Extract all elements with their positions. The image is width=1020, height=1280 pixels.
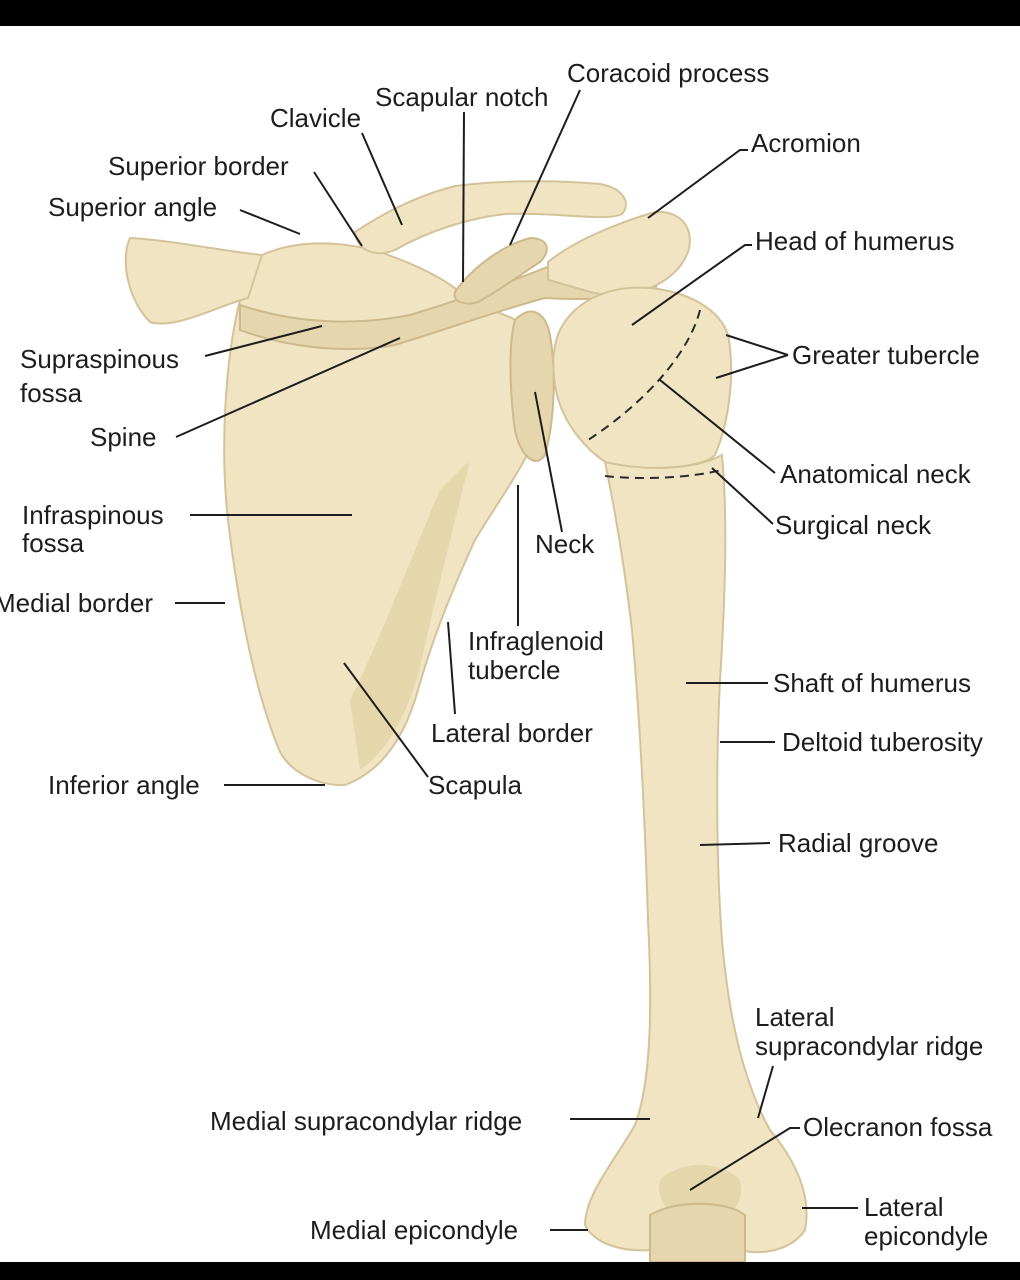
label-scapular-notch: Scapular notch (375, 82, 548, 112)
scapula-lateral-ridge-shade (350, 460, 470, 770)
label-lateral-supracondylar-ridge-1: Lateral (755, 1002, 835, 1032)
leader-radial-groove (699, 842, 771, 846)
coracoid-process (453, 236, 548, 305)
leader-superior-angle (239, 209, 301, 235)
label-lateral-border: Lateral border (431, 718, 593, 748)
label-lateral-supracondylar-ridge-2: supracondylar ridge (755, 1031, 983, 1061)
leader-superior-border (313, 171, 363, 247)
label-acromion: Acromion (751, 128, 861, 158)
label-spine: Spine (90, 422, 157, 452)
bones (124, 180, 808, 1263)
leader-head-humerus (631, 244, 752, 326)
clavicle (353, 180, 627, 255)
label-greater-tubercle: Greater tubercle (792, 340, 980, 370)
surgical-neck-line (604, 469, 723, 479)
label-surgical-neck: Surgical neck (775, 510, 932, 540)
leader-greater-tubercle-a (725, 334, 789, 356)
humerus-head (552, 286, 733, 469)
leader-scapular-notch (462, 111, 465, 283)
leader-greater-tubercle-b (715, 354, 789, 379)
label-shaft-of-humerus: Shaft of humerus (773, 668, 971, 698)
label-medial-epicondyle: Medial epicondyle (310, 1215, 518, 1245)
label-supraspinous-fossa-2: fossa (20, 378, 83, 408)
label-infraglenoid-tubercle-2: tubercle (468, 655, 561, 685)
leader-acromion (647, 149, 748, 219)
label-medial-border: Medial border (0, 588, 153, 618)
leader-scapula (343, 662, 429, 778)
label-neck: Neck (535, 529, 595, 559)
leader-lateral-border (447, 621, 456, 715)
scapula-body (223, 242, 540, 787)
label-deltoid-tuberosity: Deltoid tuberosity (782, 727, 983, 757)
acromion (547, 210, 691, 298)
bottom-frame-bar (0, 1262, 1020, 1280)
label-lateral-epicondyle-1: Lateral (864, 1192, 944, 1222)
labels: Coracoid process Scapular notch Clavicle… (0, 58, 993, 1251)
label-radial-groove: Radial groove (778, 828, 938, 858)
leader-spine (175, 337, 401, 438)
leader-neck (534, 391, 563, 533)
label-anatomical-neck: Anatomical neck (780, 459, 972, 489)
label-supraspinous-fossa-1: Supraspinous (20, 344, 179, 374)
leader-clavicle (361, 132, 403, 226)
leader-surgical-neck (711, 467, 774, 525)
label-medial-supracondylar-ridge: Medial supracondylar ridge (210, 1106, 522, 1136)
diagram-background (0, 26, 1020, 1262)
leader-coracoid (509, 89, 581, 246)
humerus-shaft (583, 453, 808, 1254)
label-infraspinous-fossa-2: fossa (22, 528, 85, 558)
scapula-superior-angle (124, 236, 264, 325)
label-superior-angle: Superior angle (48, 192, 217, 222)
leader-lines (175, 89, 858, 1231)
anatomical-neck-line (584, 309, 701, 443)
label-scapula: Scapula (428, 770, 522, 800)
glenoid-neck (509, 310, 555, 462)
label-head-of-humerus: Head of humerus (755, 226, 954, 256)
trochlea (649, 1202, 746, 1263)
leader-lateral-supracondylar (757, 1065, 774, 1119)
label-infraspinous-fossa-1: Infraspinous (22, 500, 164, 530)
label-inferior-angle: Inferior angle (48, 770, 200, 800)
label-clavicle: Clavicle (270, 103, 361, 133)
label-lateral-epicondyle-2: epicondyle (864, 1221, 988, 1251)
leader-supraspinous (204, 325, 323, 357)
label-olecranon-fossa: Olecranon fossa (803, 1112, 993, 1142)
label-superior-border: Superior border (108, 151, 289, 181)
leader-olecranon (689, 1127, 800, 1191)
leader-anatomical-neck (659, 379, 776, 474)
label-coracoid-process: Coracoid process (567, 58, 769, 88)
label-infraglenoid-tubercle-1: Infraglenoid (468, 626, 604, 656)
